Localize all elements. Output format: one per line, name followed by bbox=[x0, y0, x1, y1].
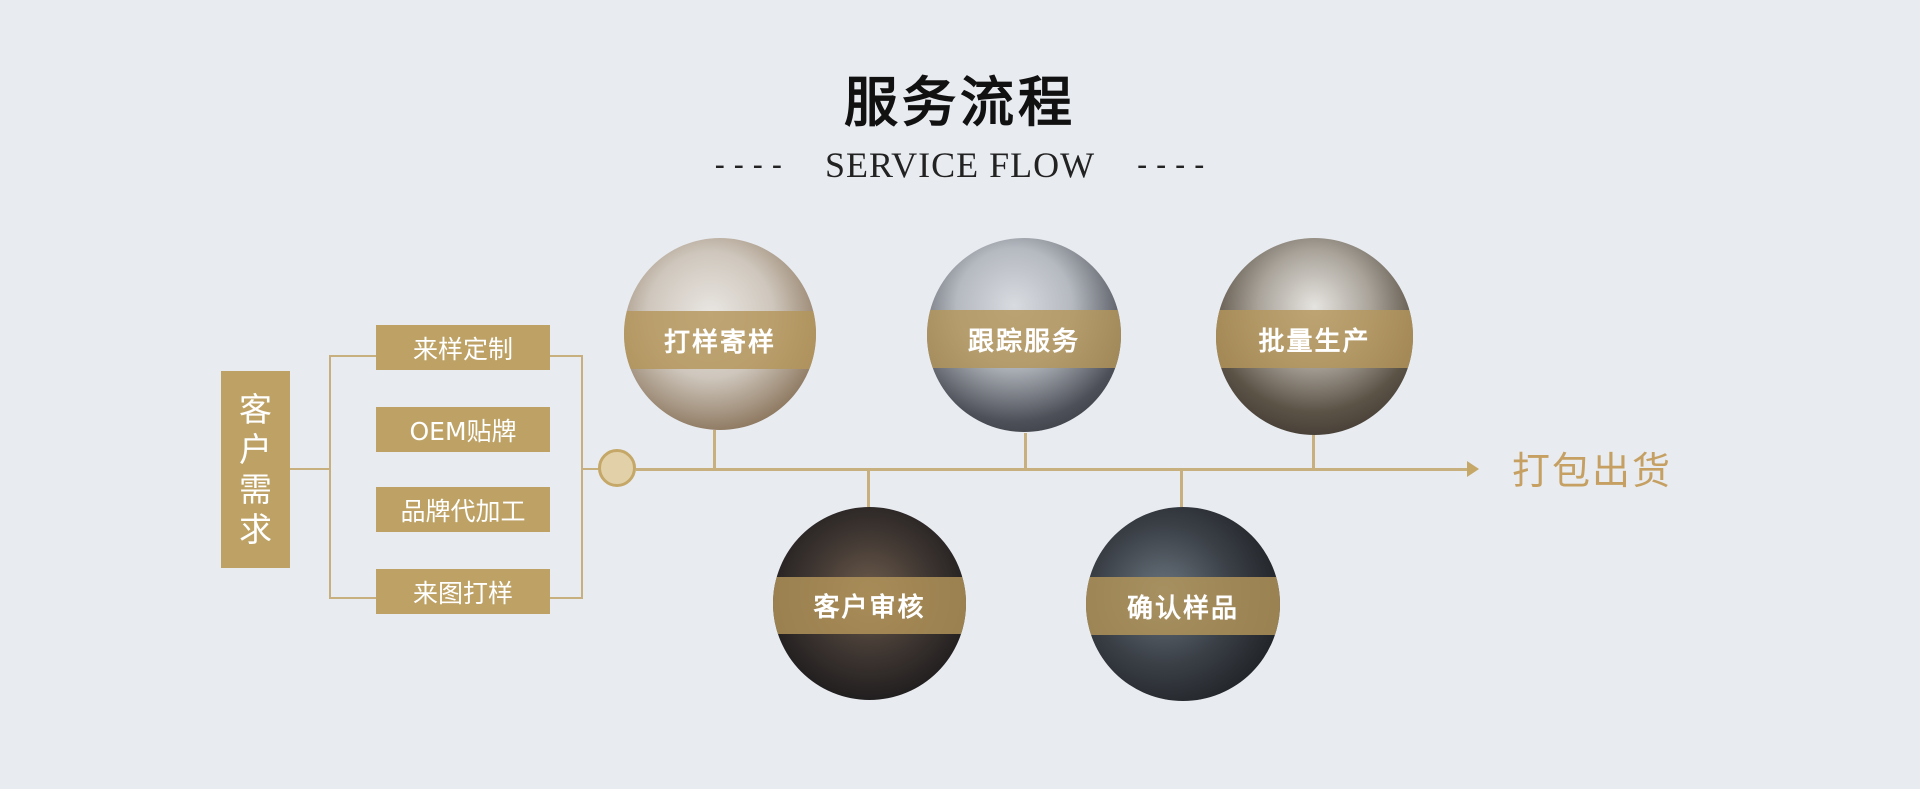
step-circle-confirm-sample: 确认样品 bbox=[1086, 507, 1280, 701]
timeline-start-dot bbox=[598, 449, 636, 487]
customer-need-char: 求 bbox=[239, 509, 272, 549]
page-subtitle: SERVICE FLOW bbox=[824, 145, 1096, 185]
step-circle-tracking-service: 跟踪服务 bbox=[927, 238, 1121, 432]
step-stem bbox=[1024, 433, 1027, 468]
customer-need-box: 客 户 需 求 bbox=[221, 371, 290, 568]
page-title: 服务流程 bbox=[844, 71, 1076, 134]
step-label: 客户审核 bbox=[773, 577, 966, 634]
customer-need-char: 需 bbox=[239, 469, 272, 509]
subtitle-row: ---- SERVICE FLOW ---- bbox=[0, 140, 1920, 190]
step-circle-customer-review: 客户审核 bbox=[773, 507, 966, 700]
step-stem bbox=[867, 471, 870, 507]
timeline-arrow-icon bbox=[1467, 461, 1479, 477]
bracket-left-tick bbox=[329, 597, 376, 599]
step-circle-sample-send: 打样寄样 bbox=[624, 238, 816, 430]
step-stem bbox=[1312, 435, 1315, 468]
bracket-right-tick bbox=[550, 597, 583, 599]
subtitle-dash-left: ---- bbox=[710, 147, 787, 183]
timeline-axis bbox=[636, 468, 1468, 471]
bracket-left-tick bbox=[329, 355, 376, 357]
bracket-left-vertical bbox=[329, 355, 331, 598]
step-circle-mass-production: 批量生产 bbox=[1216, 238, 1413, 435]
end-label-ship: 打包出货 bbox=[1512, 449, 1673, 493]
option-brand-processing: 品牌代加工 bbox=[376, 487, 550, 532]
option-drawing-sample: 来图打样 bbox=[376, 569, 550, 614]
option-sample-custom: 来样定制 bbox=[376, 325, 550, 370]
step-label: 批量生产 bbox=[1216, 310, 1413, 368]
step-label: 跟踪服务 bbox=[927, 310, 1121, 368]
bracket-right-vertical bbox=[581, 355, 583, 599]
customer-need-char: 客 bbox=[239, 389, 272, 429]
subtitle-dash-right: ---- bbox=[1133, 147, 1210, 183]
step-stem bbox=[1180, 471, 1183, 507]
connector-customer-to-bracket bbox=[290, 468, 330, 470]
bracket-right-tick bbox=[550, 355, 583, 357]
connector-bracket-to-dot bbox=[581, 468, 601, 470]
customer-need-char: 户 bbox=[239, 429, 272, 469]
step-label: 打样寄样 bbox=[624, 311, 816, 369]
step-stem bbox=[713, 430, 716, 468]
option-oem: OEM贴牌 bbox=[376, 407, 550, 452]
step-label: 确认样品 bbox=[1086, 577, 1280, 635]
